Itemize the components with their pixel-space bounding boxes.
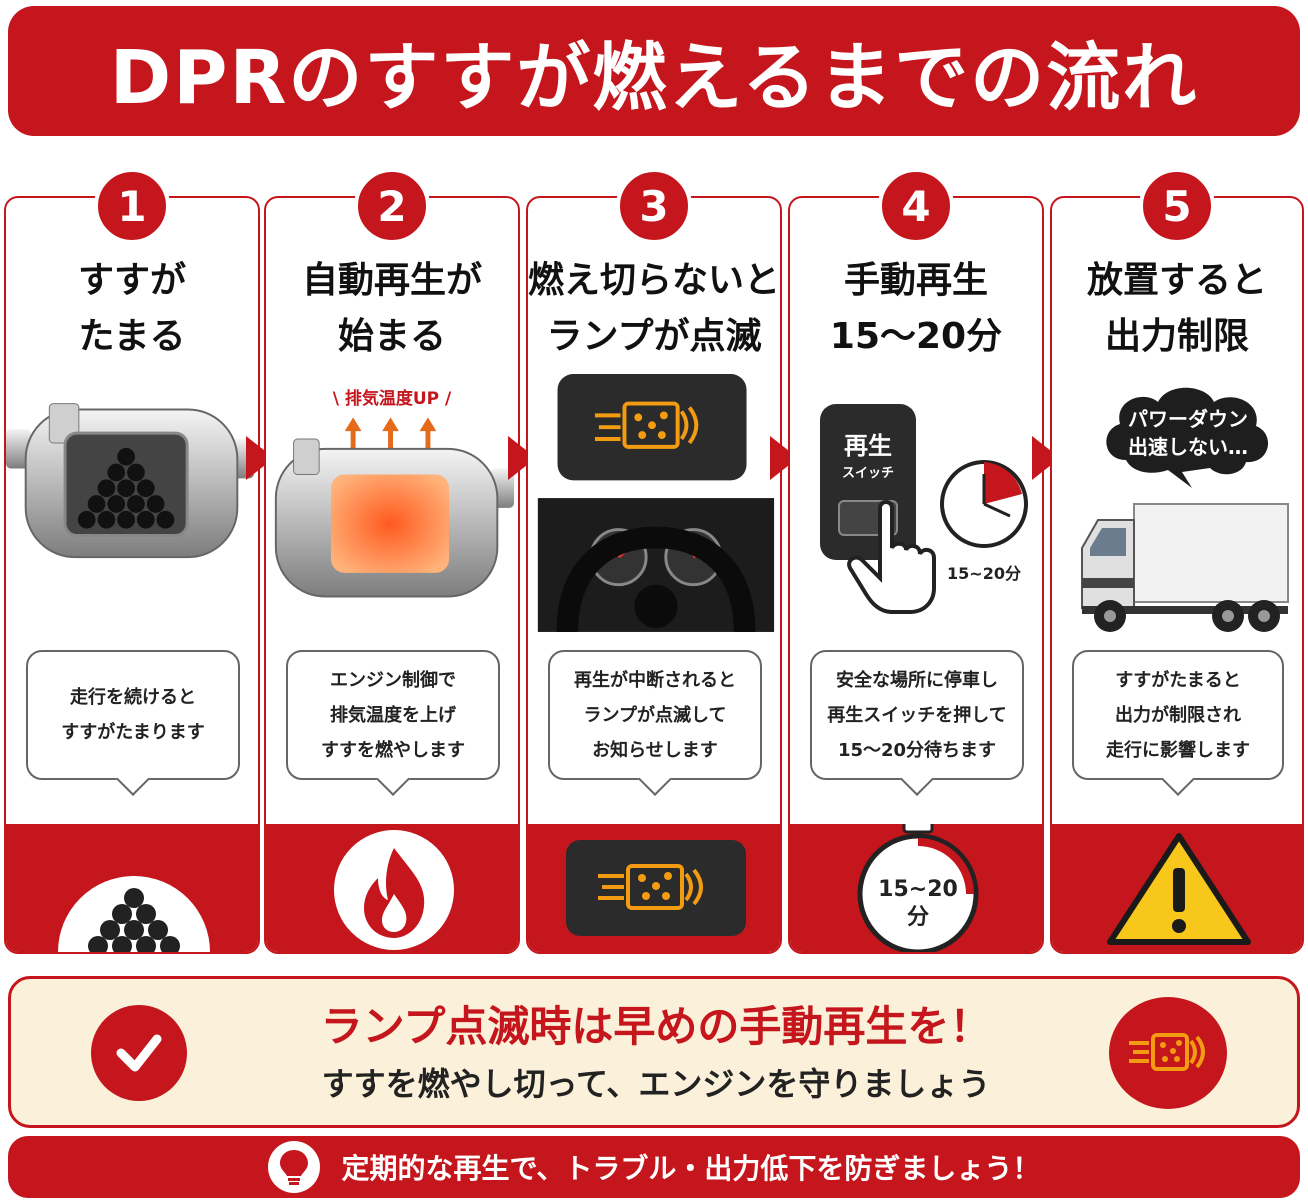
- page-title: DPRのすすが燃えるまでの流れ: [109, 34, 1199, 121]
- step-card-5: 5 放置すると出力制限 パワーダウン 出速しない… すすがたまると出力が制限され…: [1050, 168, 1304, 954]
- step-title: 自動再生が始まる: [301, 260, 482, 357]
- title-banner: DPRのすすが燃えるまでの流れ: [8, 6, 1300, 136]
- truck-illustration: [1081, 503, 1289, 632]
- svg-text:出速しない…: 出速しない…: [1128, 435, 1248, 459]
- tip-main-text: ランプ点滅時は早めの手動再生を！: [320, 1002, 992, 1051]
- warning-triangle-icon: [1107, 833, 1251, 945]
- svg-text:パワーダウン: パワーダウン: [1128, 407, 1248, 431]
- step-title: すすがたまる: [77, 260, 186, 357]
- dpf-lamp-icon: [1109, 997, 1227, 1109]
- step-number: 5: [1139, 168, 1215, 244]
- tip-sub-text: すすを燃やし切って、エンジンを守りましょう: [321, 1065, 991, 1103]
- footer-banner: 定期的な再生で、トラブル・出力低下を防ぎましょう！: [8, 1136, 1300, 1198]
- soot-balls-icon: [58, 876, 210, 956]
- exhaust-temp-label: \ 排気温度UP /: [332, 389, 452, 409]
- step-number: 3: [616, 168, 692, 244]
- svg-text:分: 分: [907, 905, 929, 930]
- tip-banner: ランプ点滅時は早めの手動再生を！ すすを燃やし切って、エンジンを守りましょう: [8, 976, 1300, 1128]
- dpf-warning-lamp-icon: [566, 840, 746, 936]
- step-number: 1: [94, 168, 170, 244]
- description-bubble: 走行を続けるとすすがたまります: [26, 650, 240, 780]
- dpf-soot-illustration: [6, 403, 255, 559]
- stopwatch-icon: 15~20 分: [857, 816, 979, 955]
- pointing-hand-icon: [847, 500, 936, 614]
- clock-icon: [940, 460, 1028, 548]
- icon-band: 15~20 分: [790, 816, 1042, 955]
- timer-label: 15~20分: [947, 564, 1021, 583]
- description-bubble: エンジン制御で排気温度を上げすすを燃やします: [286, 650, 500, 780]
- dpf-heating-illustration: [274, 417, 515, 598]
- footer-text: 定期的な再生で、トラブル・出力低下を防ぎましょう！: [341, 1152, 1041, 1185]
- step-card-3: 3 燃え切らないとランプが点滅 再生が中断されるとランプが点滅してお知らせします: [526, 168, 782, 954]
- icon-band: [6, 824, 258, 956]
- svg-text:15~20: 15~20: [878, 877, 958, 902]
- step-number: 4: [878, 168, 954, 244]
- step-title: 放置すると出力制限: [1086, 260, 1267, 357]
- speech-cloud: パワーダウン 出速しない…: [1106, 387, 1269, 488]
- description-bubble: 再生が中断されるとランプが点滅してお知らせします: [548, 650, 762, 780]
- check-icon: [91, 1005, 187, 1101]
- icon-band: [1052, 824, 1302, 952]
- icon-band: [528, 824, 780, 952]
- description-bubble: すすがたまると出力が制限され走行に影響します: [1072, 650, 1284, 780]
- icon-band: [266, 824, 518, 952]
- step-card-2: 2 自動再生が始まる \ 排気温度UP / エンジン制御で排気温度を上げすすを燃…: [264, 168, 520, 954]
- flame-icon: [334, 830, 454, 950]
- step-card-1: 1 すすがたまる 走行を続けるとすすがたまります: [4, 168, 260, 956]
- step-title: 燃え切らないとランプが点滅: [528, 260, 781, 357]
- dashboard-illustration: [537, 374, 775, 633]
- lightbulb-icon: [267, 1141, 320, 1193]
- step-number: 2: [354, 168, 430, 244]
